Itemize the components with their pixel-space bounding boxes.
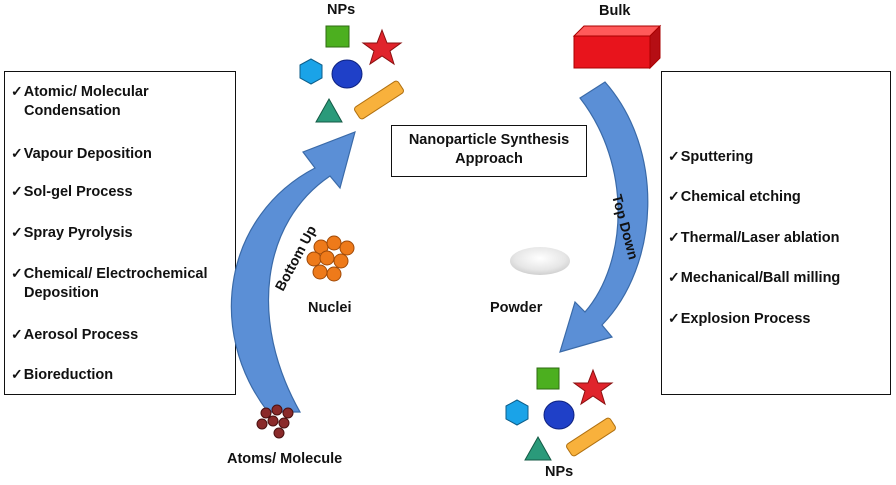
check-icon: ✓ bbox=[11, 366, 23, 382]
square-particle bbox=[325, 25, 350, 48]
star-particle bbox=[572, 368, 614, 406]
triangle-particle bbox=[524, 435, 552, 461]
method-item: ✓Chemical etching bbox=[668, 188, 801, 205]
circle-particle bbox=[331, 59, 363, 89]
nanoparticles-top bbox=[299, 25, 404, 123]
method-item: ✓Sputtering bbox=[668, 148, 754, 165]
nuclei-label: Nuclei bbox=[308, 300, 352, 316]
circle-particle bbox=[543, 400, 575, 430]
title-box: Nanoparticle Synthesis Approach bbox=[391, 125, 587, 177]
method-item: ✓Thermal/Laser ablation bbox=[668, 229, 840, 246]
powder-label: Powder bbox=[490, 300, 543, 316]
check-icon: ✓ bbox=[668, 310, 680, 326]
title-line-1: Nanoparticle Synthesis bbox=[408, 132, 570, 148]
method-item: ✓Vapour Deposition bbox=[11, 145, 152, 162]
method-item: ✓Chemical/ Electrochemical Deposition bbox=[11, 265, 208, 301]
check-icon: ✓ bbox=[668, 229, 680, 245]
rod-particle bbox=[566, 417, 616, 457]
nps-top-label: NPs bbox=[327, 2, 356, 18]
check-icon: ✓ bbox=[668, 269, 680, 285]
atoms-cluster bbox=[256, 404, 294, 439]
check-icon: ✓ bbox=[11, 183, 23, 199]
bottom-up-arrow bbox=[230, 131, 356, 413]
rod-particle bbox=[354, 80, 404, 120]
method-item: ✓Spray Pyrolysis bbox=[11, 224, 133, 241]
method-item: ✓Bioreduction bbox=[11, 366, 114, 383]
check-icon: ✓ bbox=[11, 224, 23, 240]
method-item: ✓Mechanical/Ball milling bbox=[668, 269, 841, 286]
top-down-methods-box: ✓Sputtering ✓Chemical etching ✓Thermal/L… bbox=[661, 71, 891, 395]
method-item: ✓Sol-gel Process bbox=[11, 183, 133, 200]
check-icon: ✓ bbox=[11, 326, 23, 342]
powder-pile bbox=[510, 247, 570, 275]
square-particle bbox=[536, 367, 560, 390]
method-item: ✓Aerosol Process bbox=[11, 326, 139, 343]
check-icon: ✓ bbox=[11, 265, 23, 281]
nuclei-cluster bbox=[306, 235, 355, 282]
atoms-label: Atoms/ Molecule bbox=[227, 451, 343, 467]
triangle-particle bbox=[315, 97, 343, 123]
check-icon: ✓ bbox=[11, 83, 23, 99]
nps-bottom-label: NPs bbox=[545, 464, 574, 480]
check-icon: ✓ bbox=[668, 148, 680, 164]
title-line-2: Approach bbox=[455, 151, 523, 167]
hexagon-particle bbox=[299, 58, 323, 85]
method-item: ✓Atomic/ Molecular Condensation bbox=[11, 83, 149, 119]
check-icon: ✓ bbox=[668, 188, 680, 204]
bulk-block bbox=[572, 24, 662, 70]
method-item: ✓Explosion Process bbox=[668, 310, 811, 327]
top-down-arrow bbox=[559, 81, 649, 353]
hexagon-particle bbox=[505, 399, 529, 426]
nanoparticles-bottom bbox=[505, 367, 616, 461]
bottom-up-methods-box: ✓Atomic/ Molecular Condensation ✓Vapour … bbox=[4, 71, 236, 395]
star-particle bbox=[361, 28, 403, 66]
bulk-label: Bulk bbox=[599, 3, 631, 19]
check-icon: ✓ bbox=[11, 145, 23, 161]
